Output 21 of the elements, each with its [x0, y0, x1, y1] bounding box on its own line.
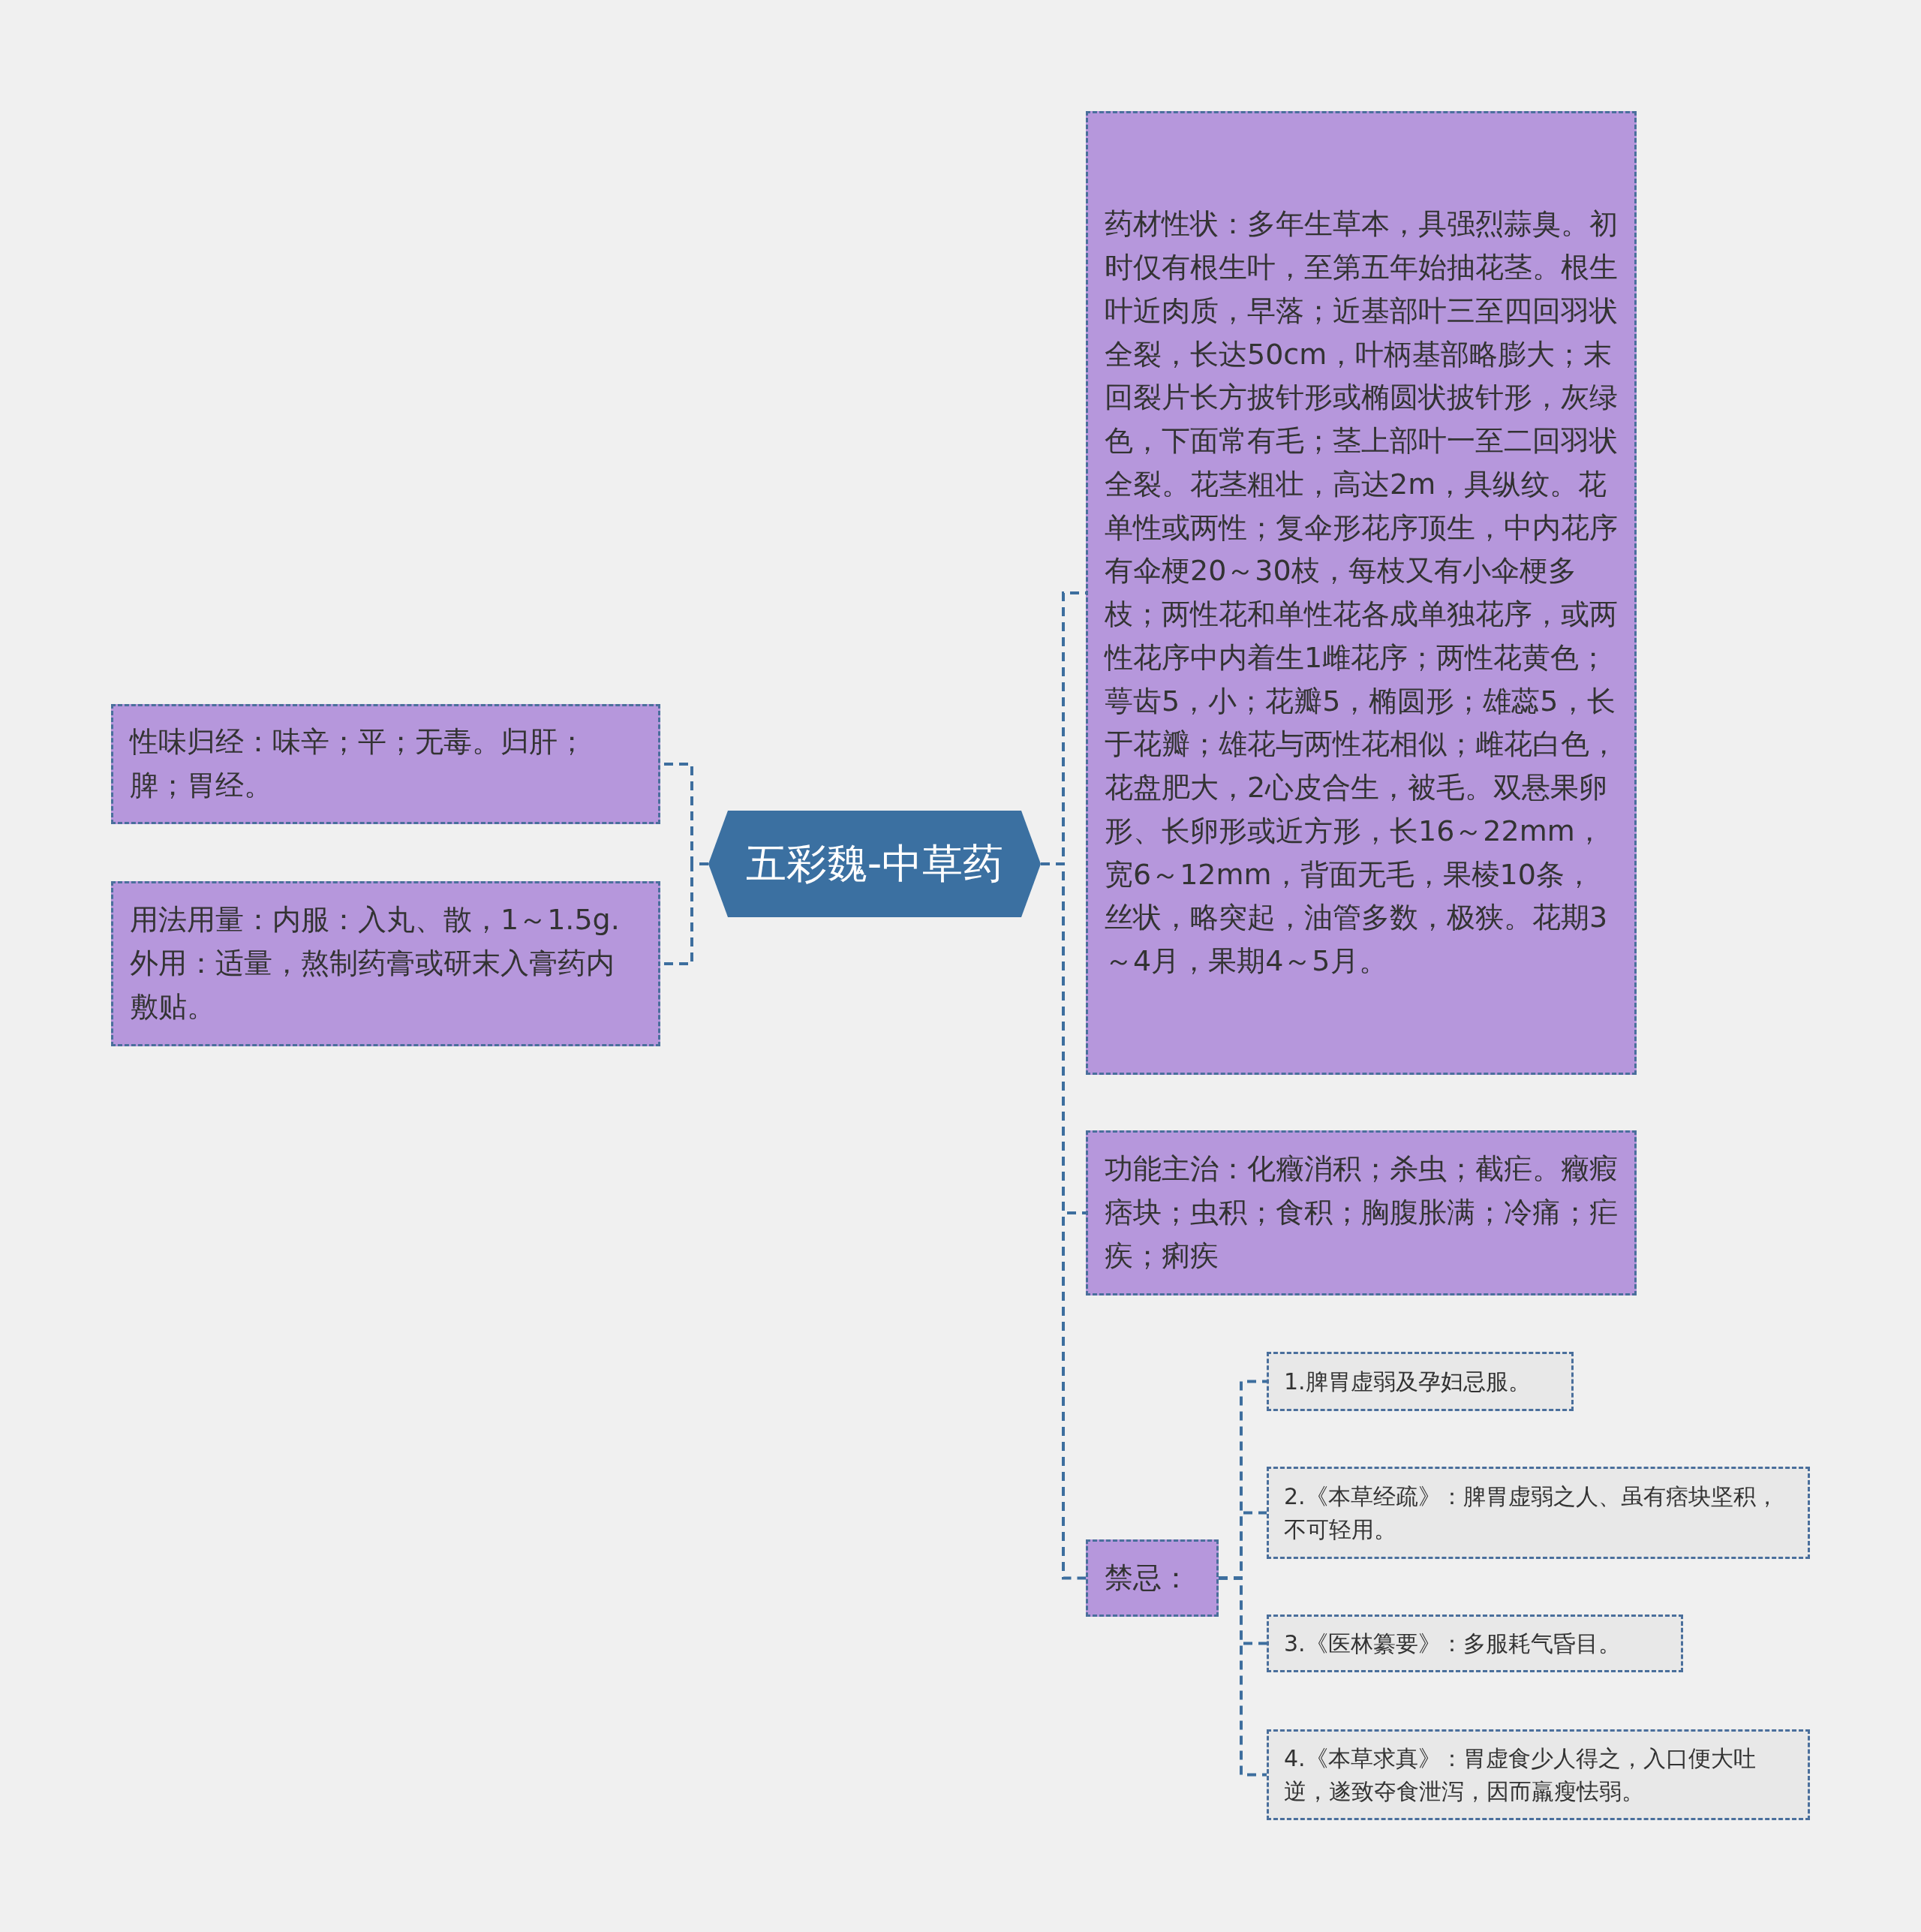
topic-text: 禁忌：: [1105, 1560, 1191, 1596]
topic-box: [1086, 111, 1637, 1075]
note-box: [1267, 1352, 1574, 1411]
note-box: [1267, 1729, 1810, 1820]
topic-box: [1086, 1539, 1219, 1617]
topic-text: 用法用量：内服：入丸、散，1～1.5g.外用：适量，熬制药膏或研末入膏药内敷贴。: [130, 902, 621, 1025]
topic-text: 性味归经：味辛；平；无毒。归肝；脾；胃经。: [130, 724, 587, 803]
topic-box: [1086, 1130, 1637, 1296]
connector-line: [1219, 1576, 1267, 1777]
topic-text: 药材性状：多年生草本，具强烈蒜臭。初时仅有根生叶，至第五年始抽花茎。根生叶近肉质，早落；近基部叶三至四回羽状全裂，长达50cm，叶柄基部略膨大；末回裂片长方披针形或椭圆状披针形，灰绿色，下面常有毛；茎上部叶一至二回羽状全裂。花茎粗壮，高达2m，具纵纹。花单性或两性；复伞形花序顶生，中内花序有伞梗20～30枝，每枝又有小伞梗多枝；两性花和单性花各成单独花序，或两性花序中内着生1雌花序；两性花黄色；萼齿5，小；花瓣5，椭圆形；雄蕊5，长于花瓣；雄花与两性花相似；雌花白色，花盘肥大，2心皮合生，被毛。双悬果卵形、长卵形或近方形，长16～22mm，宽6～12mm，背面无毛，果棱10条，丝状，略突起，油管多数，极狭。花期3～4月，果期4～5月。: [1105, 206, 1618, 979]
note-box: [1267, 1615, 1683, 1672]
note-box: [1267, 1467, 1810, 1559]
topic-text: 功能主治：化癥消积；杀虫；截疟。癥瘕痞块；虫积；食积；胸腹胀满；冷痛；疟疾；痢疾: [1105, 1151, 1618, 1274]
topic-text: 4.《本草求真》：胃虚食少人得之，入口便大吐逆，遂致夺食泄泻，因而羸瘦怯弱。: [1284, 1744, 1757, 1806]
topic-text: 3.《医林纂要》：多服耗气昏目。: [1284, 1629, 1622, 1658]
topic-title: 五彩魏-中草药: [745, 838, 1004, 889]
central-topic-hexagon: [708, 811, 1041, 917]
topic-box: [111, 881, 660, 1046]
topic-box: [111, 704, 660, 824]
topic-text: 2.《本草经疏》：脾胃虚弱之人、虽有痞块坚积，不可轻用。: [1284, 1482, 1779, 1544]
topic-text: 1.脾胃虚弱及孕妇忌服。: [1284, 1367, 1532, 1396]
